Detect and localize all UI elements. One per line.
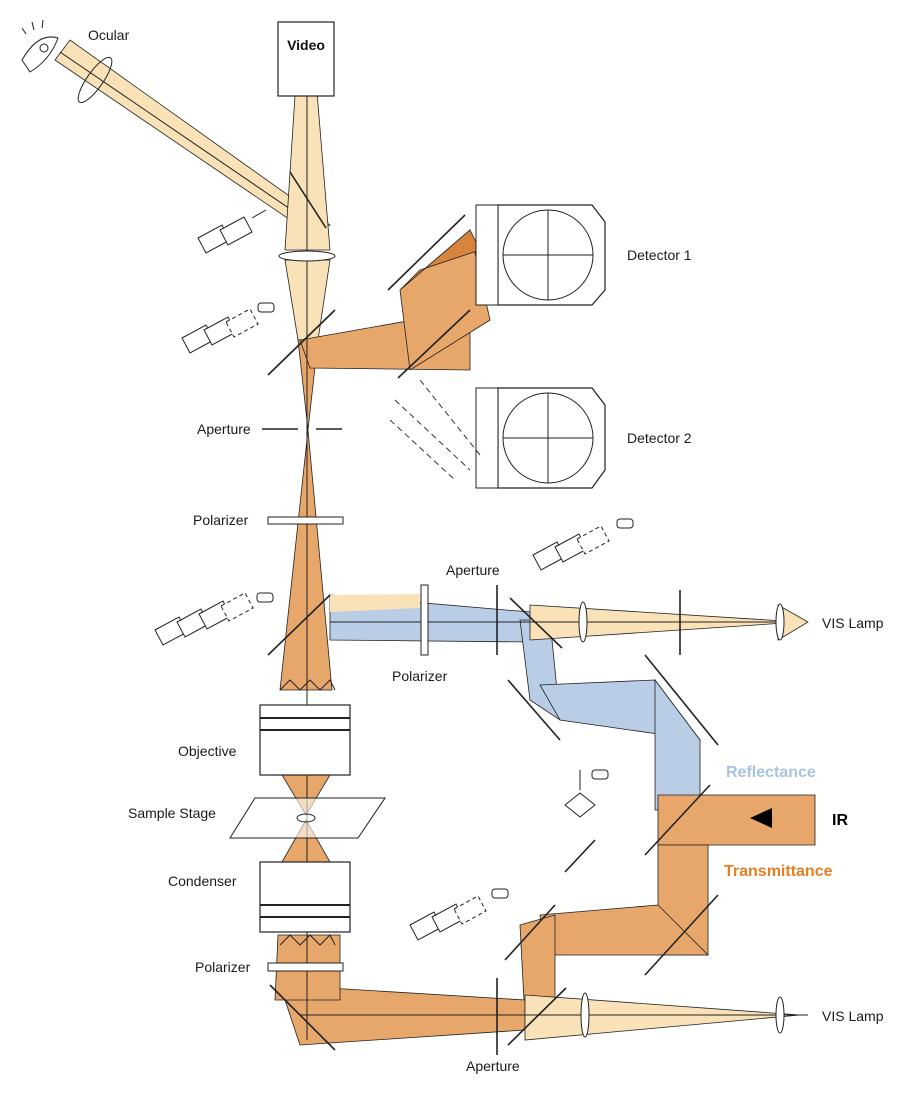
vis-bottom-lens-2: [775, 996, 785, 1034]
filter-slider-icon-2: [181, 302, 275, 354]
polarizer-bottom: [267, 962, 344, 972]
label-reflectance: Reflectance: [726, 764, 816, 781]
filter-slider-icon-3: [154, 592, 274, 646]
zigzag-objective: [279, 679, 336, 691]
label-vis-lamp-bottom: VIS Lamp: [822, 1008, 884, 1024]
vis-bottom-splitter: [507, 987, 567, 1046]
reflectance-splitter: [267, 594, 331, 656]
vis-top-lens-2: [775, 603, 785, 641]
filter-slider-icon-6: [564, 769, 609, 818]
lower-mirror: [504, 904, 556, 961]
detector-1-unit: [475, 204, 606, 306]
ir-splitter: [644, 784, 711, 856]
detector-upper-mirror: [387, 214, 466, 291]
label-objective: Objective: [178, 743, 237, 759]
ocular-beam: [54, 39, 331, 231]
detector-2-dashed-path: [389, 379, 481, 481]
label-transmittance: Transmittance: [724, 863, 833, 880]
objective-unit: [259, 704, 351, 776]
polarizer-top: [267, 516, 344, 525]
condenser-unit: [259, 861, 351, 933]
zigzag-condenser: [279, 934, 336, 946]
vis-top-lens-1: [578, 601, 588, 643]
label-polarizer-mid: Polarizer: [392, 668, 448, 684]
ir-arrow-icon: [750, 808, 772, 828]
label-aperture-top: Aperture: [197, 421, 251, 437]
detector-splitter: [267, 309, 336, 376]
sample-spot: [296, 813, 316, 823]
vis-top-splitter: [509, 597, 563, 649]
label-detector-1: Detector 1: [627, 247, 692, 263]
label-polarizer-bottom: Polarizer: [195, 959, 251, 975]
blue-mirror-1: [507, 679, 561, 741]
sample-stage: [229, 797, 386, 839]
video-box: [277, 21, 335, 97]
main-beam-lower: [279, 429, 333, 691]
label-aperture-right: Aperture: [446, 562, 500, 578]
label-ocular: Ocular: [88, 27, 130, 43]
blue-beam-vertical: [654, 678, 701, 811]
blue-mirror-2: [644, 654, 719, 746]
vis-lamp-beam-bottom: [524, 994, 801, 1041]
blue-beam-tint: [330, 594, 420, 612]
label-aperture-bottom: Aperture: [466, 1058, 520, 1074]
detector-mirror: [397, 309, 471, 379]
label-condenser: Condenser: [168, 873, 237, 889]
ocular-splitter: [289, 171, 327, 229]
label-polarizer-top: Polarizer: [193, 512, 249, 528]
detector-2-unit: [475, 387, 606, 489]
label-detector-2: Detector 2: [627, 430, 692, 446]
video-label: Video: [287, 37, 325, 53]
ocular-lens-icon: [77, 56, 113, 104]
ocular-axis: [59, 51, 319, 229]
eye-icon: [21, 19, 59, 73]
tube-lens: [278, 250, 336, 262]
filter-slider-icon-5: [409, 888, 509, 941]
polarizer-mid: [420, 584, 429, 656]
ir-beam: [657, 794, 816, 846]
ir-focus-lens: [564, 839, 596, 873]
filter-slider-icon-4: [532, 518, 634, 571]
label-sample-stage: Sample Stage: [128, 805, 216, 821]
filter-slider-icon-1: [197, 209, 267, 254]
condenser-mirror: [269, 984, 336, 1051]
vis-bottom-lens-1: [580, 992, 590, 1038]
label-vis-lamp-top: VIS Lamp: [822, 615, 884, 631]
transmittance-mirror: [644, 894, 719, 976]
label-ir: IR: [832, 812, 848, 829]
